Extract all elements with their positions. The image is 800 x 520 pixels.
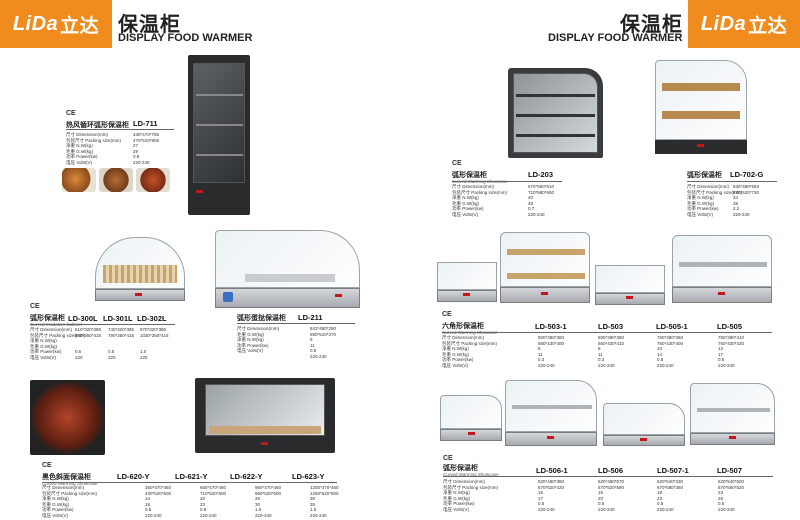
model-ld505: LD-505 [717, 322, 743, 331]
model-ld203: LD-203 [528, 170, 554, 179]
spec-values-ld503: 500*380*380 560*430*410 8 11 0.3 220-240 [598, 335, 625, 368]
model-ld620y: LD-620-Y [117, 472, 150, 481]
spec-values-ld506-1: 520*480*380 570*520*420 15 17 0.5 220-24… [538, 479, 565, 512]
product-name-ld211: 弧形蛋挞保温柜 [237, 315, 286, 322]
model-ld623y: LD-623-Y [292, 472, 325, 481]
product-image-ld506 [505, 380, 597, 448]
product-name-ld506: 弧形保温柜 [443, 465, 478, 472]
spec-values-ld506: 520*480*570 570*520*590 18 20 0.5 220-24… [598, 479, 625, 512]
spec-values-ld301l: 740*320*385 790*350*415 0.5 220 [108, 327, 135, 360]
model-ld300l: LD-300L [68, 314, 98, 323]
model-ld506: LD-506 [598, 466, 624, 475]
divider [443, 476, 773, 477]
model-ld302l: LD-302L [137, 314, 167, 323]
spec-values-ld621y: 660*470*460 710*520*500 20 23 0.8 220-24… [200, 485, 227, 518]
product-image-ld505-1 [595, 265, 665, 307]
model-ld507-1: LD-507-1 [657, 466, 689, 475]
product-name-ld711: 热风循环弧形保温柜 [66, 122, 129, 129]
food-photo-3 [136, 168, 170, 192]
product-name-en-ld620: Curved Warming Showcase [42, 481, 98, 486]
spec-values-ld203: 670*550*610 710*580*650 40 48 0.7 220-24… [528, 184, 555, 217]
food-photo-4 [30, 380, 105, 455]
model-ld211: LD-211 [298, 313, 323, 322]
product-name-ld300: 弧形保温柜 [30, 315, 65, 322]
page-title-cn-right: 保温柜 [620, 14, 683, 36]
spec-labels-ld506: 尺寸 Dimension(mm) 包装尺寸 Packing size(mm) 净… [443, 479, 499, 512]
ce-mark: CE [442, 311, 452, 318]
spec-values-ld302l: 970*320*385 1030*350*415 1.0 220 [140, 327, 169, 360]
spec-labels-ld620: 尺寸 Dimension(mm) 包装尺寸 Packing size(mm) 净… [42, 485, 98, 518]
product-name-ld503: 六角形保温柜 [442, 323, 484, 330]
ce-mark: CE [66, 110, 76, 117]
product-name-ld702: 弧形保温柜 [687, 172, 722, 179]
product-image-ld211 [215, 230, 360, 310]
brand-logo-right: LiDa 立达 [688, 0, 800, 48]
page-title-en-left: DISPLAY FOOD WARMER [118, 32, 253, 44]
page-title-cn-left: 保温柜 [118, 14, 181, 36]
spec-labels-ld702: 尺寸 Dimension(mm) 包装尺寸 Packing size(mm) 净… [687, 184, 743, 217]
divider [237, 323, 355, 324]
spec-values-ld620y: 360*470*460 430*520*500 14 16 0.5 220-24… [145, 485, 172, 518]
model-ld505-1: LD-505-1 [656, 322, 688, 331]
model-ld506-1: LD-506-1 [536, 466, 568, 475]
logo-text: LiDa [700, 12, 747, 35]
product-image-ld711 [188, 55, 250, 215]
ce-mark: CE [42, 462, 52, 469]
ce-mark: CE [443, 455, 453, 462]
divider [30, 324, 175, 325]
spec-values-ld507-1: 620*540*330 670*580*360 19 23 0.5 220-24… [657, 479, 684, 512]
divider [442, 332, 772, 333]
spec-labels-ld503: 尺寸 Dimension(mm) 包装尺寸 Packing size(mm) 净… [442, 335, 498, 368]
product-image-ld620 [195, 378, 335, 453]
model-ld702g: LD-702-G [730, 170, 764, 179]
product-image-ld503-1 [437, 262, 497, 304]
ce-mark: CE [30, 303, 40, 310]
product-name-ld620: 黑色斜面保温柜 [42, 474, 91, 481]
product-image-ld506-1 [440, 395, 502, 443]
page-title-en-right: DISPLAY FOOD WARMER [548, 32, 683, 44]
food-photo-1 [62, 168, 96, 192]
divider [452, 181, 562, 182]
spec-values-ld623y: 1200*470*460 1250*520*500 30 35 1.5 220-… [310, 485, 339, 518]
spec-values-ld507: 620*540*500 670*580*520 23 26 0.5 220-24… [718, 479, 745, 512]
logo-cn: 立达 [60, 15, 100, 37]
brand-logo-left: LiDa 立达 [0, 0, 112, 48]
divider [687, 181, 777, 182]
model-ld503-1: LD-503-1 [535, 322, 567, 331]
product-image-ld702 [655, 60, 747, 160]
product-image-ld505 [672, 235, 772, 307]
logo-cn: 立达 [748, 15, 788, 37]
spec-values-ld622y: 960*470*460 960*520*500 26 30 1.0 220-24… [255, 485, 282, 518]
spec-labels-ld300: 尺寸 Dimension(mm) 包装尺寸 Packing size(mm) 净… [30, 327, 86, 360]
model-ld503: LD-503 [598, 322, 624, 331]
product-image-ld203 [508, 68, 603, 158]
food-photo-2 [99, 168, 133, 192]
divider [66, 129, 174, 130]
model-ld622y: LD-622-Y [230, 472, 263, 481]
spec-values-ld702: 630*480*683 670*520*730 34 38 2.2 220-24… [733, 184, 760, 217]
product-image-ld503 [500, 232, 590, 307]
spec-values-ld300l: 510*320*385 580*350*415 0.5 220 [75, 327, 102, 360]
ce-mark: CE [452, 160, 462, 167]
model-ld507: LD-507 [717, 466, 743, 475]
model-ld621y: LD-621-Y [175, 472, 208, 481]
spec-values-ld505-1: 760*380*360 760*430*400 10 14 0.5 220-24… [657, 335, 684, 368]
logo-text: LiDa [12, 12, 59, 35]
model-ld301l: LD-301L [103, 314, 133, 323]
divider [42, 482, 337, 483]
product-image-ld507-1 [603, 403, 685, 447]
spec-labels-ld211: 尺寸 Dimension(mm) 毛重 G.W(kg) 净重 N.W(kg) 功… [237, 326, 280, 354]
spec-values-ld503-1: 500*380*360 560*430*400 8 11 0.3 220-240 [538, 335, 565, 368]
product-image-ld300 [95, 237, 185, 302]
spec-values-ld505: 760*380*410 760*430*430 13 17 0.5 220-24… [718, 335, 745, 368]
product-name-en-ld506: Curved Warming Showcase [443, 472, 499, 477]
model-ld711: LD-711 [133, 119, 158, 128]
spec-labels-ld203: 尺寸 Dimension(mm) 包装尺寸 Packing size(mm) 净… [452, 184, 508, 217]
product-image-ld507 [690, 383, 775, 447]
product-name-ld203: 弧形保温柜 [452, 172, 487, 179]
spec-values-ld711: 430*470*785 470*510*805 27 29 0.8 220-24… [133, 132, 160, 165]
spec-values-ld211: 843*480*290 890*510*370 9 11 0.8 220-240 [310, 326, 337, 359]
spec-labels-ld711: 尺寸 Dimension(mm) 包装尺寸 Packing size(mm) 净… [66, 132, 122, 165]
